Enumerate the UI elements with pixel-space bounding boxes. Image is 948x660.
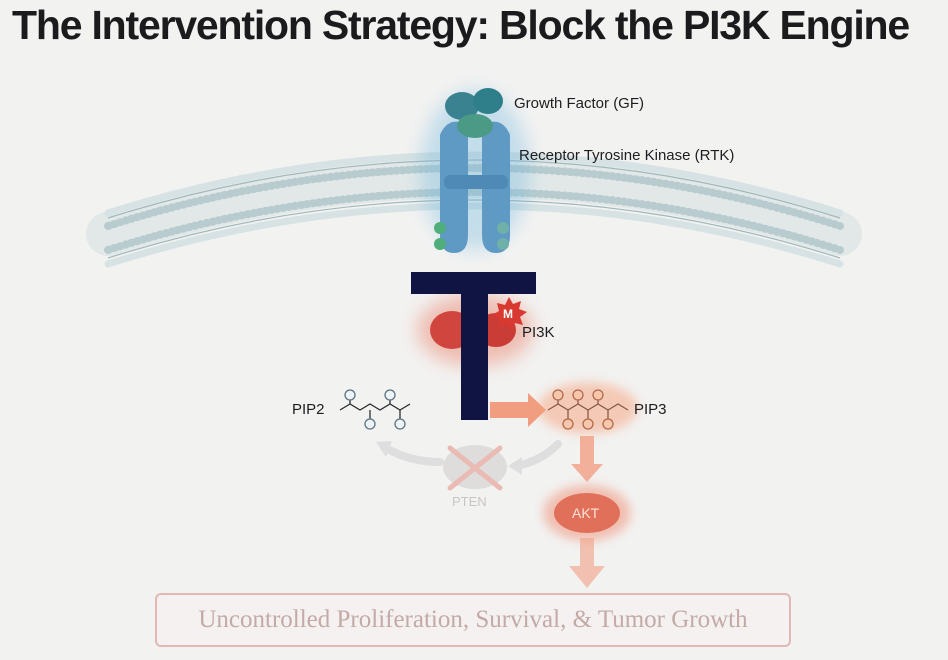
pten-label: PTEN [452,494,487,509]
pip2-molecule [339,389,411,430]
outcome-box: Uncontrolled Proliferation, Survival, & … [155,593,791,647]
akt-to-outcome-arrow [569,538,605,588]
mutation-badge-label: M [503,307,513,321]
growth-factor-label: Growth Factor (GF) [514,95,644,112]
pip2-label: PIP2 [292,401,325,418]
growth-factor [445,88,503,138]
pip3-molecule [547,389,629,430]
rtk-label: Receptor Tyrosine Kinase (RTK) [519,147,734,164]
mutation-badge: M [492,297,527,331]
pten-enzyme [443,445,507,491]
pip3-label: PIP3 [634,401,667,418]
akt-label: AKT [572,505,600,521]
page-title: The Intervention Strategy: Block the PI3… [12,2,910,48]
pten-reverse-arrows [376,440,562,475]
conversion-arrow [490,393,546,427]
akt-enzyme [554,493,620,533]
pi3k-inhibitor-bar [411,272,536,420]
pip3-to-akt-arrow [571,436,603,482]
rtk-receptor [434,121,510,254]
pi3k-label: PI3K [522,324,555,341]
